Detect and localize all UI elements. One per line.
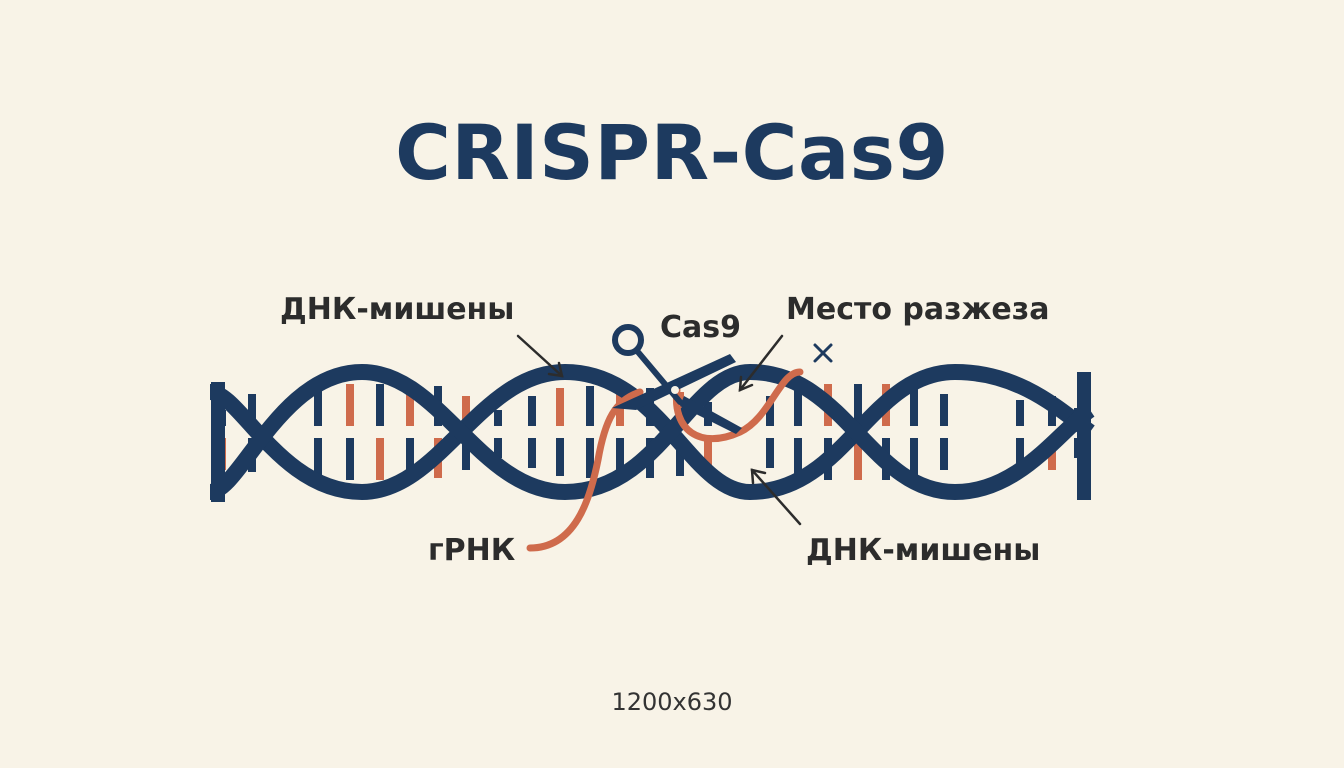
base-pair-bottom: [910, 438, 918, 478]
base-pair-bottom: [314, 438, 322, 480]
base-pair-top: [586, 386, 594, 426]
base-pair-bottom: [616, 438, 624, 478]
base-pair-top: [528, 396, 536, 426]
base-pair-bottom: [406, 438, 414, 480]
label-cas9: Cas9: [660, 310, 741, 345]
grna-loop: [672, 368, 804, 443]
base-pair-bottom: [586, 438, 594, 478]
grna-strand: [526, 388, 644, 552]
base-pair-top: [376, 384, 384, 426]
base-pair-top: [910, 386, 918, 426]
base-pair-top: [314, 384, 322, 426]
label-grna: гРНК: [428, 533, 516, 568]
base-pair-top: [346, 384, 354, 426]
base-pair-top: [854, 384, 862, 426]
arrow-cut-site: [738, 334, 784, 392]
label-dna-top: ДНК-мишены: [280, 292, 515, 327]
base-pair-bottom: [704, 438, 712, 468]
scissors-pivot: [671, 386, 679, 394]
arrow-dna-top: [516, 334, 564, 378]
base-pair-bottom: [376, 438, 384, 480]
base-pair-bottom: [462, 438, 470, 470]
base-pair-bottom: [1016, 438, 1024, 464]
base-pair-bottom: [556, 438, 564, 476]
base-pair-top: [794, 386, 802, 426]
base-pair-top: [940, 394, 948, 426]
dna-strand-1: [208, 363, 1095, 501]
base-pair-top: [462, 396, 470, 426]
arrow-dna-bottom: [750, 468, 802, 526]
base-pair-bottom: [346, 438, 354, 480]
base-pair-bottom: [766, 438, 774, 468]
base-pair-top: [406, 384, 414, 426]
label-dna-bottom: ДНК-мишены: [806, 533, 1041, 568]
label-cut-site: Место разжеза: [786, 292, 1050, 327]
scissors-blade-upper: [612, 354, 736, 410]
base-pair-bottom: [940, 438, 948, 470]
base-pair-bottom: [528, 438, 536, 468]
base-pair-bottom: [676, 438, 684, 476]
dna-strand-2: [208, 363, 1095, 501]
base-pair-top: [248, 394, 256, 426]
base-pair-top: [494, 410, 502, 426]
scissors-blade-lower: [680, 396, 742, 434]
base-pair-bottom: [794, 438, 802, 478]
scissors-arm: [635, 349, 683, 405]
diagram-title: CRISPR-Cas9: [395, 108, 949, 197]
scissors-icon: [612, 324, 742, 434]
base-pair-bottom: [854, 438, 862, 480]
scissors-ring: [612, 324, 644, 356]
base-pair-top: [556, 388, 564, 426]
cut-mark-icon: [813, 343, 833, 363]
dna-helix: [208, 363, 1095, 502]
base-pair-top: [1016, 400, 1024, 426]
image-size-caption: 1200x630: [611, 688, 733, 716]
base-pair-bottom: [494, 438, 502, 458]
base-pair-top: [766, 396, 774, 426]
pointer-arrows: [516, 334, 802, 526]
